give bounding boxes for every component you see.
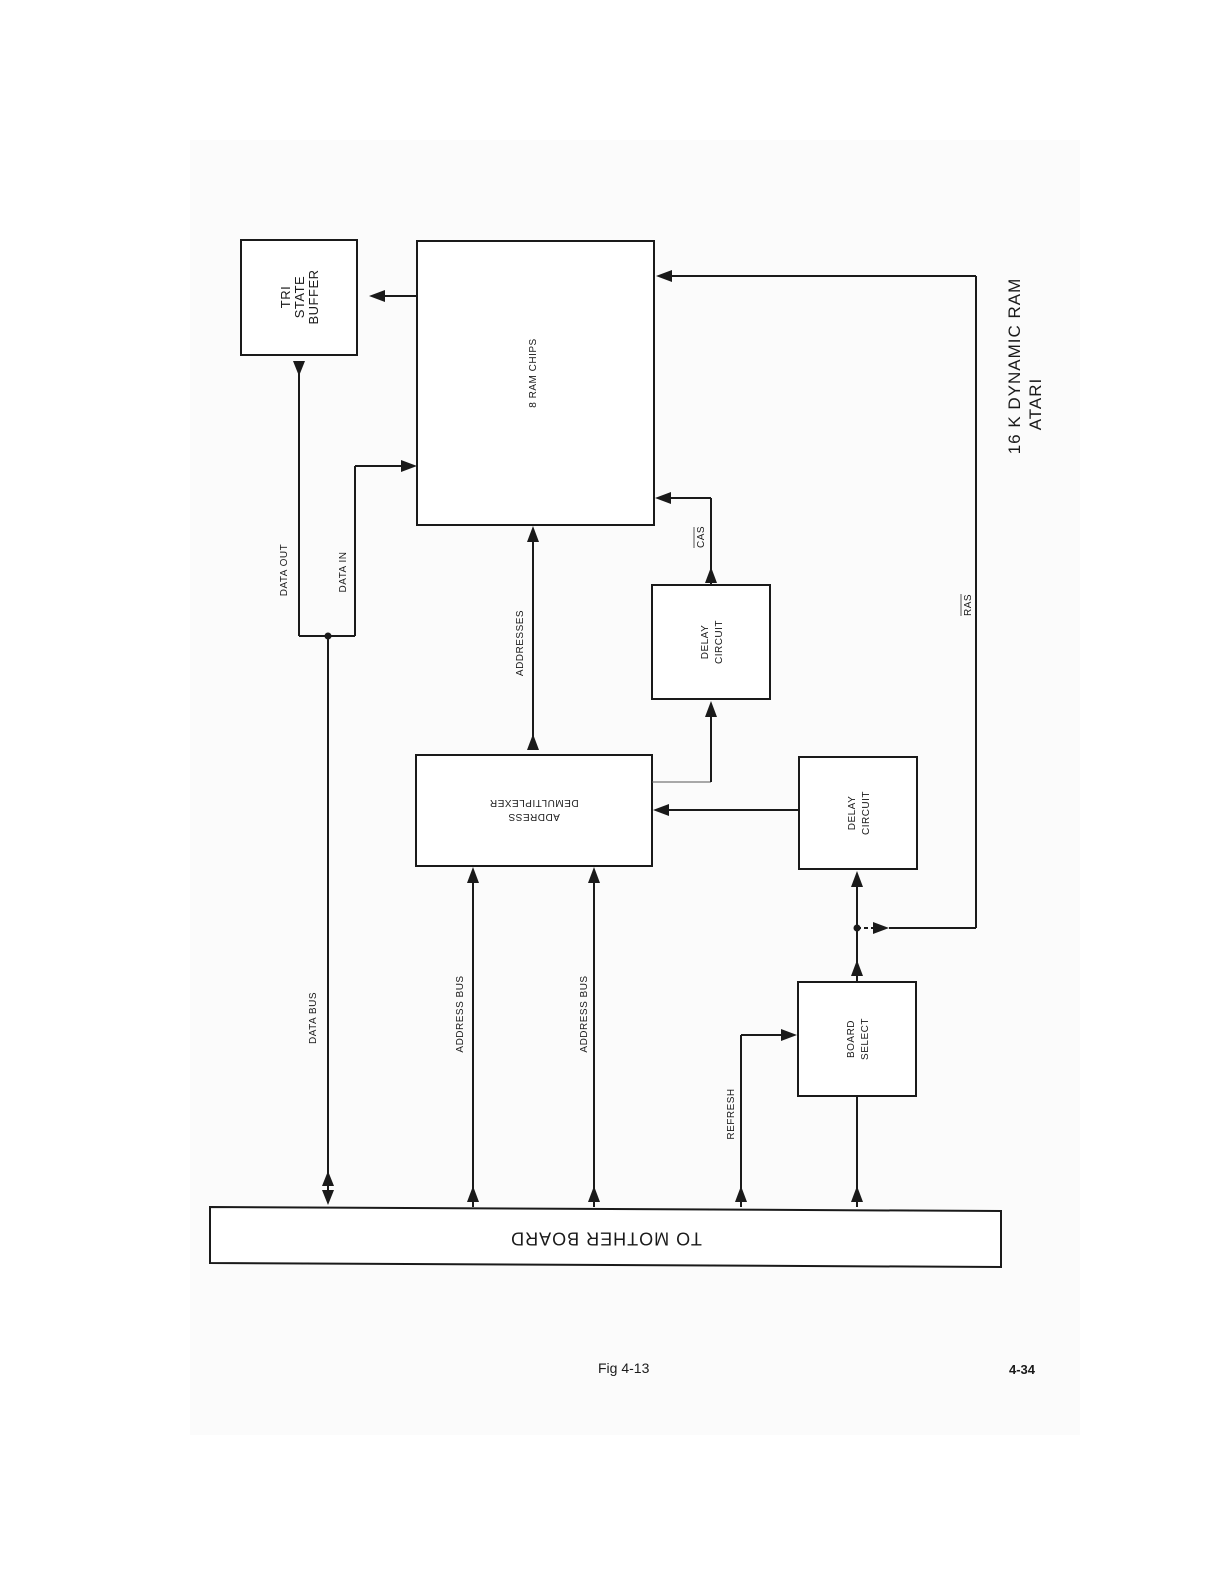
board-select-block: BOARD SELECT (798, 982, 916, 1096)
demux-to-cas-delay-wire (652, 701, 717, 782)
board-select-label-1: BOARD (846, 1020, 857, 1058)
tri-state-buffer-block: TRI STATE BUFFER (241, 240, 357, 355)
refresh-label: REFRESH (726, 1088, 737, 1139)
figure-caption: Fig 4-13 (598, 1360, 650, 1376)
figure-title-line-1: 16 K DYNAMIC RAM (1005, 278, 1024, 455)
ram-chips-block: 8 RAM CHIPS (417, 241, 654, 525)
data-out-label: DATA OUT (279, 544, 290, 597)
cas-label-text: CAS (696, 526, 707, 548)
data-bus-wire (322, 633, 334, 1206)
refresh-wire (735, 1029, 797, 1207)
ram-to-buffer-wire (369, 290, 417, 302)
page-number: 4-34 (1009, 1362, 1036, 1377)
data-in-wire (355, 460, 417, 636)
board-select-to-delay-wire (851, 871, 863, 982)
ram-chips-label: 8 RAM CHIPS (528, 338, 539, 407)
mother-board-label: TO MOTHER BOARD (510, 1228, 702, 1248)
tri-state-buffer-label-1: TRI (278, 286, 293, 308)
data-bus-label: DATA BUS (308, 992, 319, 1044)
delay-circuit-board-block: DELAY CIRCUIT (799, 757, 917, 869)
board-delay-to-demux-wire (653, 804, 799, 816)
address-bus-1-wire (467, 867, 479, 1207)
figure-title: 16 K DYNAMIC RAM ATARI (1005, 278, 1045, 455)
data-out-wire (293, 361, 355, 636)
ras-label: RAS (961, 594, 974, 616)
address-bus-1-label: ADDRESS BUS (455, 975, 466, 1052)
figure-title-line-2: ATARI (1026, 378, 1045, 431)
tri-state-buffer-label-3: BUFFER (306, 270, 321, 325)
addresses-wire (527, 526, 539, 750)
address-demultiplexer-label-1: ADDRESS (508, 811, 560, 822)
address-demultiplexer-label-2: DEMULTIPLEXER (489, 797, 578, 808)
address-bus-2-label: ADDRESS BUS (579, 975, 590, 1052)
ras-label-text: RAS (963, 594, 974, 616)
cas-label: CAS (694, 526, 707, 548)
mother-board-to-board-select-wire (851, 1096, 863, 1207)
delay-circuit-cas-label-2: CIRCUIT (714, 620, 725, 664)
cas-wire (655, 492, 717, 585)
delay-circuit-cas-label-1: DELAY (700, 625, 711, 660)
mother-board-block: TO MOTHER BOARD (210, 1207, 1001, 1267)
delay-circuit-board-label-2: CIRCUIT (861, 791, 872, 835)
delay-circuit-cas-block: DELAY CIRCUIT (652, 585, 770, 699)
board-select-label-2: SELECT (860, 1018, 871, 1060)
data-in-label: DATA IN (338, 552, 349, 593)
address-demultiplexer-block: ADDRESS DEMULTIPLEXER (416, 755, 652, 866)
delay-circuit-board-label-1: DELAY (847, 796, 858, 831)
tri-state-buffer-label-2: STATE (292, 276, 307, 318)
addresses-label: ADDRESSES (515, 610, 526, 676)
